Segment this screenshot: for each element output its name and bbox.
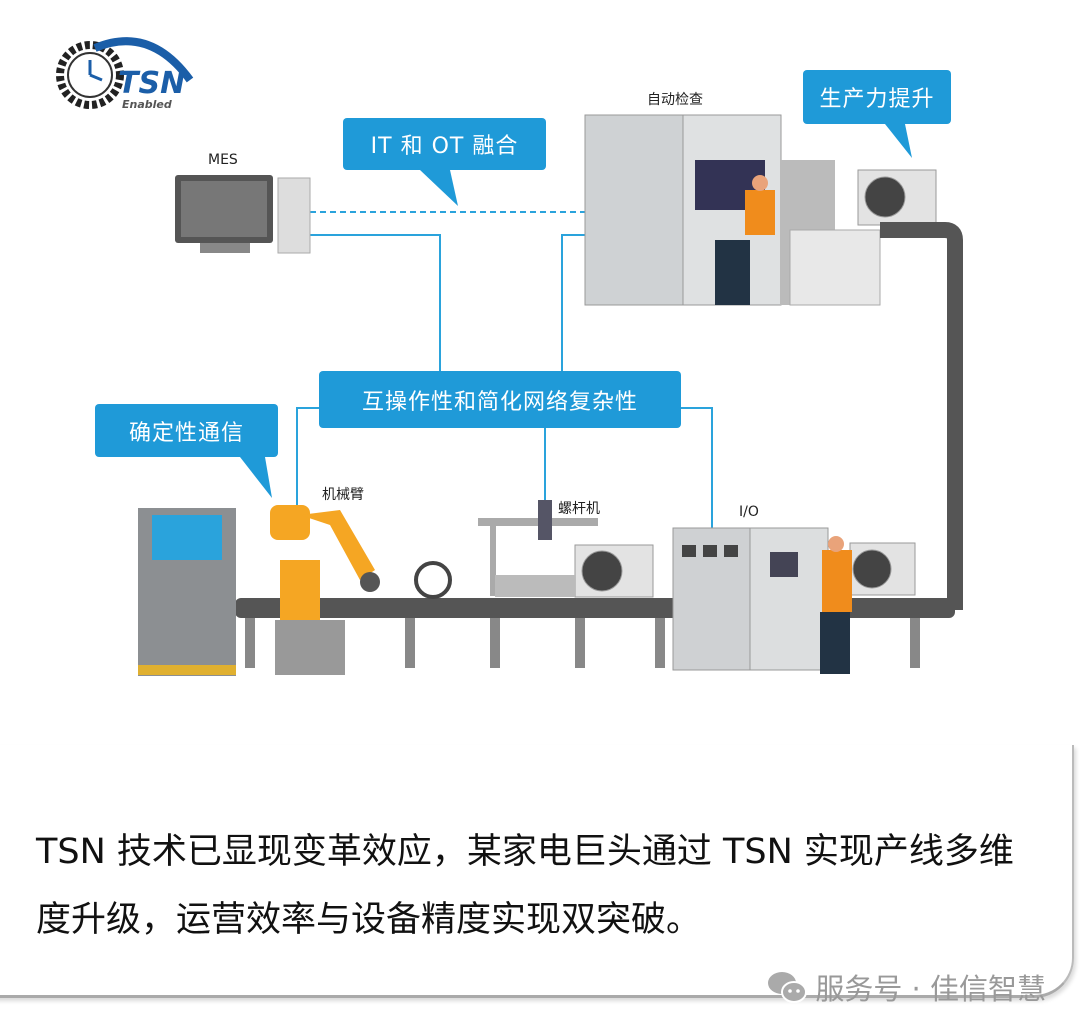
label-robot-arm: 机械臂 bbox=[322, 487, 364, 503]
caption-text: TSN 技术已显现变革效应，某家电巨头通过 TSN 实现产线多维度升级，运营效率… bbox=[36, 832, 1014, 940]
control-kiosk-icon bbox=[138, 508, 236, 676]
robot-arm-icon bbox=[270, 505, 380, 675]
callout-interop: 互操作性和简化网络复杂性 bbox=[319, 371, 681, 428]
logo-gear-icon bbox=[56, 37, 194, 109]
production-line-illustration bbox=[56, 37, 963, 676]
callout-deterministic: 确定性通信 bbox=[95, 404, 278, 457]
network-lines bbox=[295, 211, 713, 528]
label-io: I/O bbox=[739, 504, 759, 520]
label-mes: MES bbox=[208, 152, 238, 168]
callout-it-ot: IT 和 OT 融合 bbox=[343, 118, 546, 170]
label-screw-machine: 螺杆机 bbox=[558, 501, 600, 517]
fan-blade-icon bbox=[414, 561, 452, 599]
inspection-station-icon bbox=[584, 114, 881, 306]
screw-machine-icon bbox=[478, 500, 598, 597]
callout-productivity: 生产力提升 bbox=[803, 70, 951, 124]
cooling-fan-icon bbox=[574, 169, 937, 598]
footer-source: 服务号 · 佳信智慧 bbox=[767, 966, 1046, 1008]
footer-text: 服务号 · 佳信智慧 bbox=[815, 972, 1046, 1006]
wechat-icon bbox=[768, 972, 808, 1003]
label-auto-inspect: 自动检查 bbox=[647, 92, 703, 108]
caption-card bbox=[0, 745, 1074, 998]
callout-tails bbox=[240, 124, 912, 498]
logo-subtitle: Enabled bbox=[122, 98, 172, 111]
mes-computer-icon bbox=[175, 175, 311, 254]
logo-title: TSN bbox=[118, 66, 186, 101]
io-cabinet-icon bbox=[672, 527, 852, 674]
